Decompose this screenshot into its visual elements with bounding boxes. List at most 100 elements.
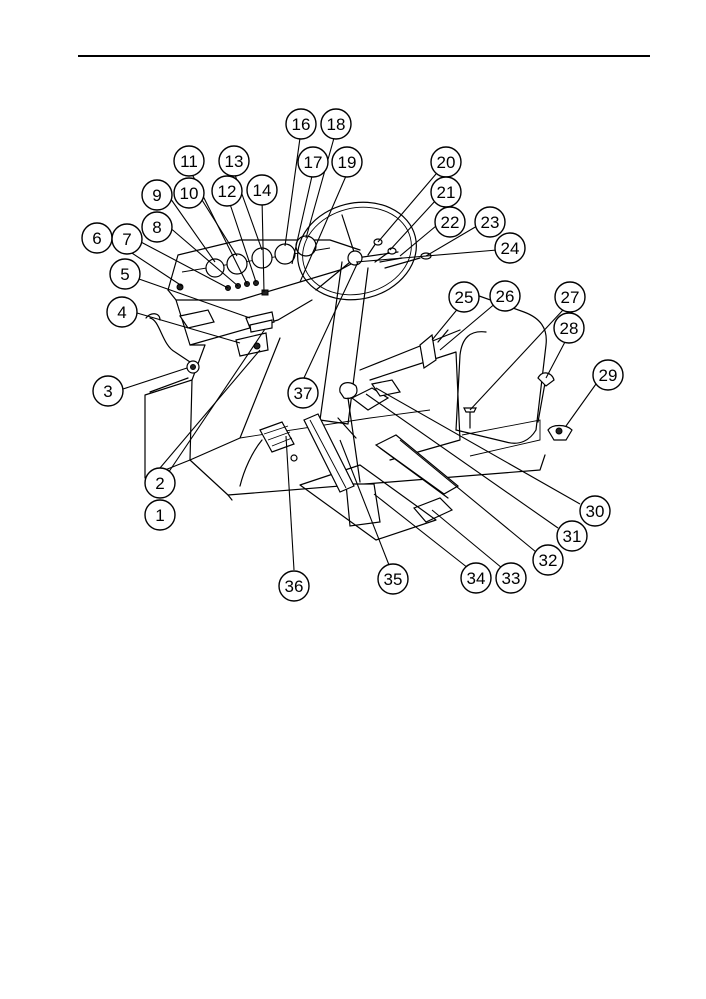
leader-22: [399, 225, 437, 257]
leader-30: [375, 387, 581, 505]
callout-1: 1: [144, 499, 176, 531]
callout-5: 5: [109, 258, 141, 290]
callout-29: 29: [592, 359, 624, 391]
leader-36: [285, 435, 295, 571]
leader-33: [431, 509, 503, 569]
leader-19: [299, 175, 347, 283]
callout-37-label: 37: [294, 384, 313, 403]
callout-9: 9: [141, 179, 173, 211]
callout-25-label: 25: [455, 288, 474, 307]
callout-8-label: 8: [152, 218, 161, 237]
callout-36: 36: [278, 570, 310, 602]
callout-2: 2: [144, 467, 176, 499]
callout-26: 26: [489, 280, 521, 312]
callout-17: 17: [297, 146, 329, 178]
leader-20: [377, 173, 437, 243]
leader-9: [167, 194, 216, 263]
callout-21: 21: [430, 176, 462, 208]
leader-25: [431, 305, 461, 341]
leader-5: [138, 278, 251, 319]
callout-35-label: 35: [384, 570, 403, 589]
callout-30-label: 30: [586, 502, 605, 521]
callout-22: 22: [434, 206, 466, 238]
callout-23-label: 23: [481, 213, 500, 232]
callout-23: 23: [474, 206, 506, 238]
callout-27: 27: [554, 281, 586, 313]
callout-34: 34: [460, 562, 492, 594]
callout-17-label: 17: [304, 153, 323, 172]
callout-12-label: 12: [218, 182, 237, 201]
callout-19: 19: [331, 146, 363, 178]
callout-5-label: 5: [120, 265, 129, 284]
leader-2: [159, 349, 261, 469]
leader-29: [565, 383, 597, 427]
callout-6-label: 6: [92, 229, 101, 248]
compartment-drawing: [144, 201, 573, 541]
leader-23: [425, 225, 478, 257]
callout-35: 35: [377, 563, 409, 595]
callout-4-label: 4: [117, 303, 126, 322]
callout-3-label: 3: [103, 382, 112, 401]
leader-3: [122, 367, 188, 390]
callout-27-label: 27: [561, 288, 580, 307]
callout-16-label: 16: [292, 115, 311, 134]
callout-20-label: 20: [437, 153, 456, 172]
leader-28: [545, 339, 567, 379]
callout-37: 37: [287, 377, 319, 409]
callout-33: 33: [495, 562, 527, 594]
callout-21-label: 21: [437, 183, 456, 202]
callout-4: 4: [106, 296, 138, 328]
leader-31: [365, 393, 559, 529]
callout-29-label: 29: [599, 366, 618, 385]
leader-18: [305, 137, 335, 239]
leader-35: [339, 439, 390, 566]
leader-8: [167, 225, 239, 287]
callout-31-label: 31: [563, 527, 582, 546]
callout-26-label: 26: [496, 287, 515, 306]
callout-24: 24: [494, 232, 526, 264]
callout-30: 30: [579, 495, 611, 527]
callout-36-label: 36: [285, 577, 304, 596]
leader-24: [355, 249, 498, 263]
callout-1-label: 1: [155, 506, 164, 525]
callout-14-label: 14: [253, 181, 272, 200]
leader-16: [284, 137, 301, 247]
callout-19-label: 19: [338, 153, 357, 172]
leader-32: [399, 439, 537, 553]
callout-9-label: 9: [152, 186, 161, 205]
leader-27: [469, 309, 564, 411]
header-rule: [78, 55, 650, 57]
callout-33-label: 33: [502, 569, 521, 588]
callout-18: 18: [320, 108, 352, 140]
callout-31: 31: [556, 520, 588, 552]
callout-14: 14: [246, 174, 278, 206]
callout-6: 6: [81, 222, 113, 254]
callout-13: 13: [218, 145, 250, 177]
leader-7: [138, 240, 229, 289]
leader-34: [373, 493, 469, 569]
leader-26: [439, 301, 498, 351]
callout-8: 8: [141, 211, 173, 243]
callout-2-label: 2: [155, 474, 164, 493]
callout-18-label: 18: [327, 115, 346, 134]
callout-25: 25: [448, 281, 480, 313]
callout-10: 10: [173, 177, 205, 209]
callout-16: 16: [285, 108, 317, 140]
callout-22-label: 22: [441, 213, 460, 232]
callout-7: 7: [111, 223, 143, 255]
callout-10-label: 10: [180, 184, 199, 203]
callout-20: 20: [430, 146, 462, 178]
callout-32-label: 32: [539, 551, 558, 570]
callout-11: 11: [173, 145, 205, 177]
leader-21: [389, 199, 437, 251]
callout-12: 12: [211, 175, 243, 207]
leader-17: [291, 175, 313, 265]
callout-34-label: 34: [467, 569, 486, 588]
leader-4: [136, 312, 241, 344]
callout-28-label: 28: [560, 319, 579, 338]
callout-28: 28: [553, 312, 585, 344]
callout-11-label: 11: [180, 152, 198, 171]
callout-7-label: 7: [122, 230, 131, 249]
callout-3: 3: [92, 375, 124, 407]
